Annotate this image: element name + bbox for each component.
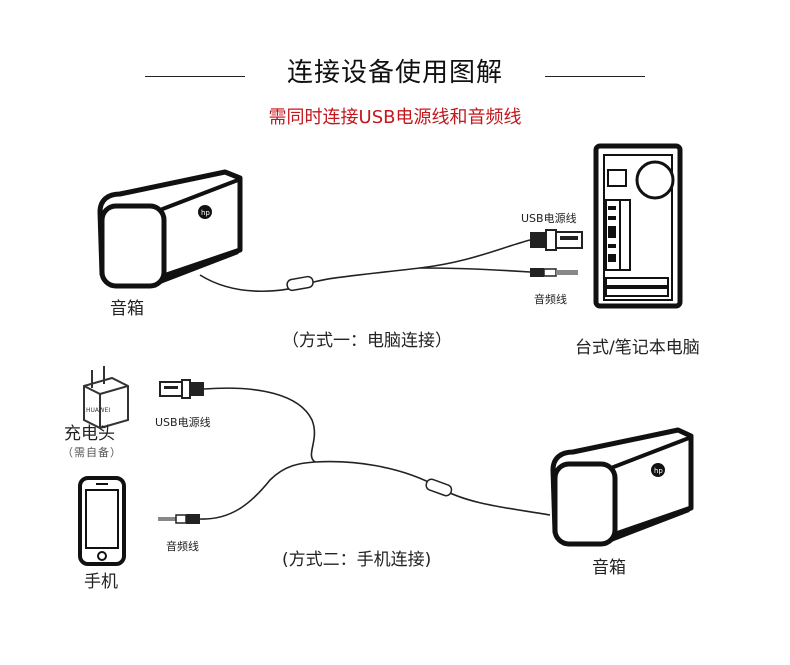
svg-text:hp: hp bbox=[654, 467, 663, 475]
hp-logo-icon bbox=[198, 205, 212, 219]
usb-cable-label-2: USB电源线 bbox=[155, 416, 211, 429]
title-rule-left bbox=[145, 76, 245, 77]
inline-switch-icon bbox=[425, 478, 453, 497]
svg-text:hp: hp bbox=[201, 209, 210, 217]
page-title: 连接设备使用图解 bbox=[286, 58, 503, 88]
charger-note: （需自备） bbox=[62, 446, 122, 459]
method2-caption: (方式二：手机连接) bbox=[282, 550, 432, 570]
usb-cable-label-1: USB电源线 bbox=[521, 212, 577, 225]
audio-cable-label-1: 音频线 bbox=[534, 293, 567, 306]
charger-label: 充电头 bbox=[64, 424, 115, 444]
svg-text:HUAWEI: HUAWEI bbox=[86, 407, 110, 414]
inline-switch-icon bbox=[286, 275, 314, 292]
usb-plug-icon bbox=[530, 229, 583, 251]
computer-label: 台式/笔记本电脑 bbox=[575, 338, 700, 358]
speaker-2-label: 音箱 bbox=[592, 558, 626, 578]
charger-icon: HUAWEI bbox=[83, 366, 129, 430]
speaker-2-icon: hp bbox=[550, 427, 694, 547]
audio-jack-icon bbox=[530, 268, 578, 277]
usb-plug-icon bbox=[159, 379, 204, 399]
desktop-tower-icon bbox=[593, 143, 683, 309]
page-subtitle: 需同时连接USB电源线和音频线 bbox=[268, 107, 522, 128]
phone-icon bbox=[78, 476, 126, 566]
phone-label: 手机 bbox=[84, 572, 118, 592]
speaker-1-icon: hp bbox=[97, 169, 243, 289]
audio-jack-icon bbox=[158, 514, 200, 524]
method1-caption: （方式一：电脑连接） bbox=[282, 331, 452, 351]
header: 连接设备使用图解 bbox=[0, 52, 790, 89]
title-rule-right bbox=[545, 76, 645, 77]
speaker-1-label: 音箱 bbox=[110, 299, 144, 319]
audio-cable-label-2: 音频线 bbox=[166, 540, 199, 553]
